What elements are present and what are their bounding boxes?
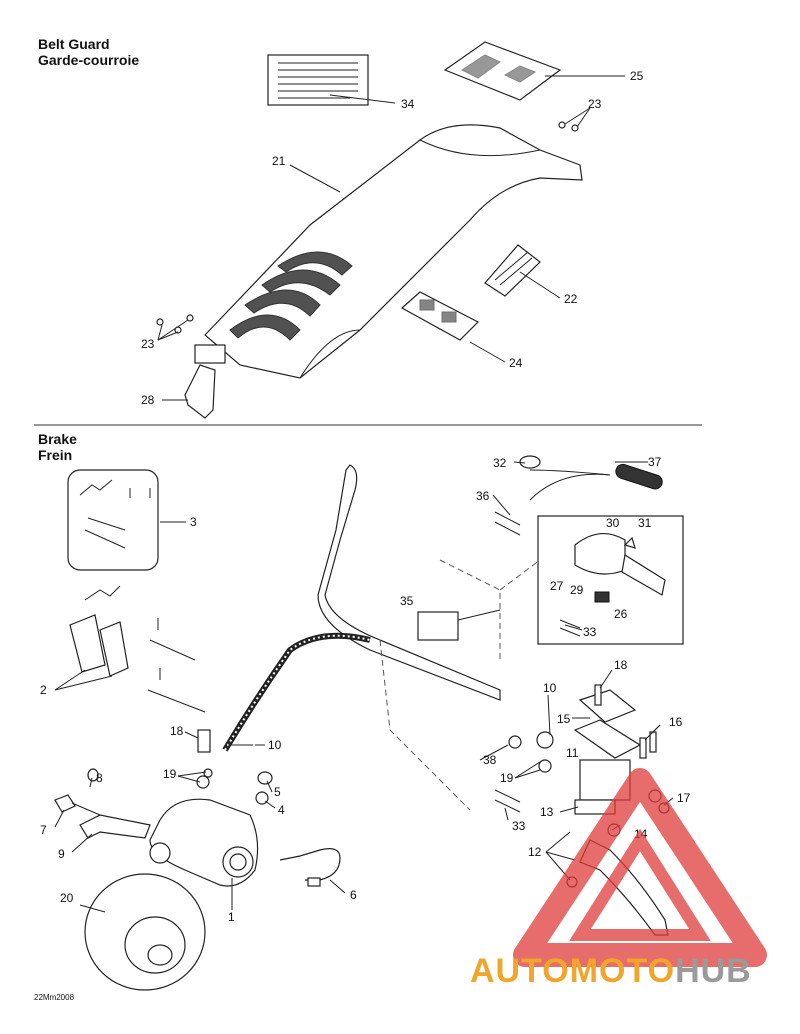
callout-38: 38 (483, 753, 497, 767)
callout-34: 34 (401, 97, 415, 111)
switch-30 (574, 533, 626, 575)
callout-33b: 33 (512, 819, 526, 833)
callout-19b: 19 (500, 771, 514, 785)
bracket-28 (184, 344, 226, 419)
callout-20: 20 (60, 891, 74, 905)
callout-7: 7 (40, 823, 47, 837)
callout-4: 4 (278, 803, 285, 817)
brake-hose-10 (222, 632, 371, 752)
callout-10b: 10 (543, 681, 557, 695)
callout-3: 3 (190, 515, 197, 529)
belt-guard-title-fr: Garde-courroie (38, 52, 140, 68)
callout-32: 32 (493, 456, 507, 470)
callout-1: 1 (228, 910, 235, 924)
callout-36: 36 (476, 489, 490, 503)
brake-drawing (54, 455, 684, 991)
callout-11: 11 (566, 746, 579, 760)
callout-6: 6 (350, 888, 357, 902)
belt-guard-title-en: Belt Guard (38, 36, 110, 52)
callout-21: 21 (272, 154, 286, 168)
belt-guard-title: Belt Guard Garde-courroie (38, 36, 139, 68)
callout-2: 2 (40, 683, 47, 697)
callout-15: 15 (557, 712, 571, 726)
callout-18b: 18 (614, 658, 628, 672)
callout-25: 25 (630, 69, 644, 83)
callout-8: 8 (96, 771, 103, 785)
callout-16: 16 (669, 715, 683, 729)
brake-disc-20 (84, 873, 206, 991)
belt-guard-body-21 (204, 124, 583, 379)
callout-5: 5 (274, 785, 281, 799)
decal-22 (484, 244, 541, 297)
brake-line-6 (279, 848, 341, 881)
callout-9: 9 (58, 847, 65, 861)
callout-30: 30 (606, 516, 620, 530)
caliper-1 (149, 798, 259, 887)
bracket-9 (79, 814, 151, 839)
decal-25 (443, 41, 562, 101)
callout-33: 33 (583, 625, 597, 639)
arrow-31 (623, 536, 636, 549)
brake-title: Brake Frein (38, 431, 77, 463)
watermark-text: AUTOMOTOHUB (470, 952, 752, 991)
callout-28: 28 (141, 393, 155, 407)
callout-13: 13 (540, 805, 554, 819)
callout-23b: 23 (141, 337, 155, 351)
connector-26 (594, 591, 610, 603)
callout-17: 17 (677, 791, 691, 805)
brake-pads-2 (69, 585, 206, 713)
brake-title-en: Brake (38, 431, 77, 447)
callout-31: 31 (638, 516, 652, 530)
callout-37: 37 (648, 455, 662, 469)
inset-box (537, 515, 684, 645)
clamp-32 (519, 455, 541, 469)
watermark-logo (513, 768, 767, 967)
callout-35: 35 (400, 594, 414, 608)
footer-code: 22Mm2008 (34, 993, 75, 1002)
callout-19: 19 (163, 767, 177, 781)
callout-10: 10 (268, 738, 282, 752)
callout-26: 26 (614, 607, 628, 621)
belt-guard-drawing (156, 41, 583, 419)
callout-12: 12 (528, 845, 542, 859)
callout-22: 22 (564, 292, 578, 306)
callout-27: 27 (550, 579, 564, 593)
screw-7 (54, 794, 101, 816)
connector-35 (417, 611, 459, 641)
brake-callouts: 32 37 36 30 31 3 27 29 26 35 33 2 18 10 … (40, 455, 691, 924)
belt-guard-callouts: 34 25 23 21 22 23 24 28 (141, 69, 644, 407)
decal-34 (267, 54, 369, 106)
belt-guard-leaders (157, 75, 625, 401)
watermark-part2: HUB (675, 952, 752, 990)
callout-29: 29 (570, 583, 584, 597)
watermark-part1: AUTOMOTO (470, 952, 676, 990)
grip-heater-37 (615, 463, 663, 490)
callout-23: 23 (588, 97, 602, 111)
decal-24 (400, 291, 480, 341)
callout-24: 24 (509, 356, 523, 370)
kit-box-3 (67, 469, 159, 571)
callout-18: 18 (170, 724, 184, 738)
brake-title-fr: Frein (38, 447, 73, 463)
